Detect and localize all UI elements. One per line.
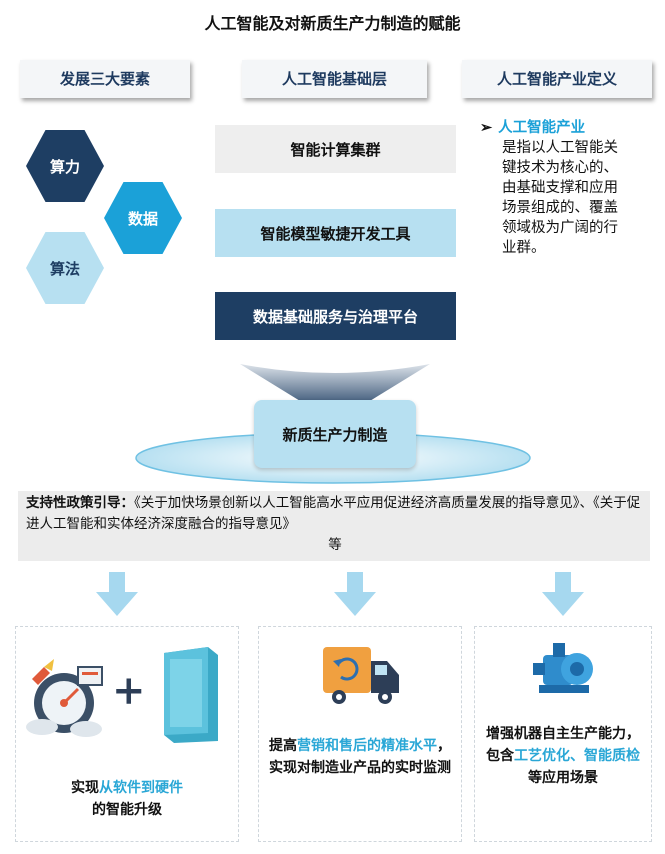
definition-body: 是指以人工智能关键技术为核心的、由基础支撑和应用场景组成的、覆盖领域极为广阔的行… <box>480 138 622 258</box>
card-3-highlight: 工艺优化、智能质检 <box>514 748 640 764</box>
arrow-down-icon <box>330 572 380 618</box>
card-3-post: 等应用场景 <box>528 770 598 786</box>
card-marketing: 提高营销和售后的精准水平，实现对制造业产品的实时监测 <box>258 626 462 842</box>
card-2-text: 提高营销和售后的精准水平，实现对制造业产品的实时监测 <box>259 735 461 779</box>
card-2-pre: 提高 <box>269 738 297 754</box>
page-title: 人工智能及对新质生产力制造的赋能 <box>0 10 665 34</box>
card-1-pre: 实现 <box>71 780 99 796</box>
hex-compute: 算力 <box>26 130 104 202</box>
layer-computing-cluster: 智能计算集群 <box>215 125 456 173</box>
policy-suffix: 等 <box>26 535 644 556</box>
hex-data: 数据 <box>104 182 182 254</box>
header-elements: 发展三大要素 <box>20 60 190 98</box>
arrow-down-icon <box>92 572 142 618</box>
card-1-text: 实现从软件到硬件 的智能升级 <box>16 777 238 821</box>
card-1-post: 的智能升级 <box>92 802 162 818</box>
header-foundation-layer: 人工智能基础层 <box>242 60 427 98</box>
policy-label: 支持性政策引导： <box>26 495 134 511</box>
industrial-pump-icon <box>529 639 601 699</box>
card-production: 增强机器自主生产能力，包含工艺优化、智能质检等应用场景 <box>474 626 652 842</box>
definition-term: 人工智能产业 <box>498 119 585 136</box>
header-industry-definition: 人工智能产业定义 <box>462 60 652 98</box>
center-node-new-productivity: 新质生产力制造 <box>254 400 416 468</box>
delivery-truck-icon <box>319 641 405 713</box>
rocket-gauge-icon <box>24 645 104 741</box>
card-software-hardware: + 实现从软件到硬件 的智能升级 <box>15 626 239 842</box>
bullet-arrow-icon: ➢ <box>480 119 492 136</box>
plus-icon: + <box>112 667 146 714</box>
policy-box: 支持性政策引导：《关于加快场景创新以人工智能高水平应用促进经济高质量发展的指导意… <box>18 491 650 561</box>
card-3-text: 增强机器自主生产能力，包含工艺优化、智能质检等应用场景 <box>475 723 651 789</box>
hex-algorithm: 算法 <box>26 232 104 304</box>
layer-model-dev-tools: 智能模型敏捷开发工具 <box>215 209 456 257</box>
arrow-down-icon <box>538 572 588 618</box>
hardware-server-icon <box>158 645 222 745</box>
card-1-highlight: 从软件到硬件 <box>99 780 183 796</box>
card-2-highlight: 营销和售后的精准水平 <box>297 738 437 754</box>
industry-definition: ➢ 人工智能产业 是指以人工智能关键技术为核心的、由基础支撑和应用场景组成的、覆盖… <box>480 118 640 258</box>
layer-data-platform: 数据基础服务与治理平台 <box>215 292 456 340</box>
